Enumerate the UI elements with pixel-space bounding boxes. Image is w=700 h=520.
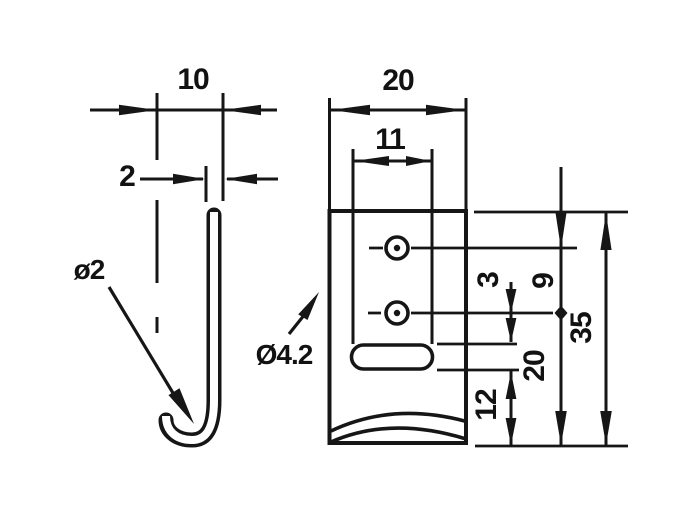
hook-body-core [162,212,218,445]
dim-label-depth: 10 [177,63,209,96]
front-view [287,98,628,448]
dim-slot-to-bottom-12 [505,371,517,445]
dim-label-thickness: 2 [119,160,136,193]
arrow-down-icon [505,418,517,445]
dim-label-plate-height: 35 [565,312,598,344]
hole-bottom [384,300,410,326]
arrow-left-icon [225,173,257,185]
leader-arrow-icon [298,292,319,320]
arrow-up-icon [600,213,612,250]
extension-line [351,149,434,344]
arrow-down-icon [555,212,567,249]
dim-plate-width-20 [328,98,468,211]
hook-outline [158,207,222,448]
extension-line [328,98,468,211]
bend-diameter-leader [107,286,194,424]
dim-label-hole-to-bottom: 20 [518,350,551,382]
arrow-right-icon [119,104,157,116]
arrow-left-icon [354,156,389,166]
arrow-left-icon [331,104,370,116]
arrow-down-icon [505,318,517,342]
bottom-curl-arcs [330,411,466,444]
dim-slot-length-11 [351,149,434,344]
dim-label-plate-width: 20 [382,64,414,97]
chain-node-diamond [554,305,568,321]
dim-label-bend-diameter: ø2 [73,254,106,285]
arrow-right-icon [173,173,205,185]
dim-depth-10 [90,93,277,333]
arrow-right-icon [426,104,465,116]
dim-label-slot-to-bottom: 12 [470,389,503,421]
dim-thickness-2 [140,166,278,202]
leader-arrow-icon [168,388,194,424]
dim-plate-height-35 [600,213,612,445]
dim-label-hole-spacing: 9 [527,273,560,289]
arrow-left-icon [223,104,261,116]
hole-top [384,235,410,261]
arrow-right-icon [406,156,431,166]
arrow-down-icon [600,411,612,445]
centerlines [368,210,628,448]
dim-hole-to-slot-3 [505,282,517,342]
arrow-down-icon [505,289,517,313]
arrow-up-icon [505,372,517,399]
dim-hole-spacing-9-and-20 [554,167,568,445]
arrow-down-icon [555,411,567,445]
side-view [90,93,278,448]
dim-label-hole-to-slot: 3 [472,272,505,288]
hook-body-outer [158,207,222,448]
dim-label-slot-length: 11 [375,123,406,156]
dim-label-hole-diameter: Ø4.2 [255,339,314,370]
slot-outline [349,343,435,371]
hole-diameter-leader [287,292,319,335]
